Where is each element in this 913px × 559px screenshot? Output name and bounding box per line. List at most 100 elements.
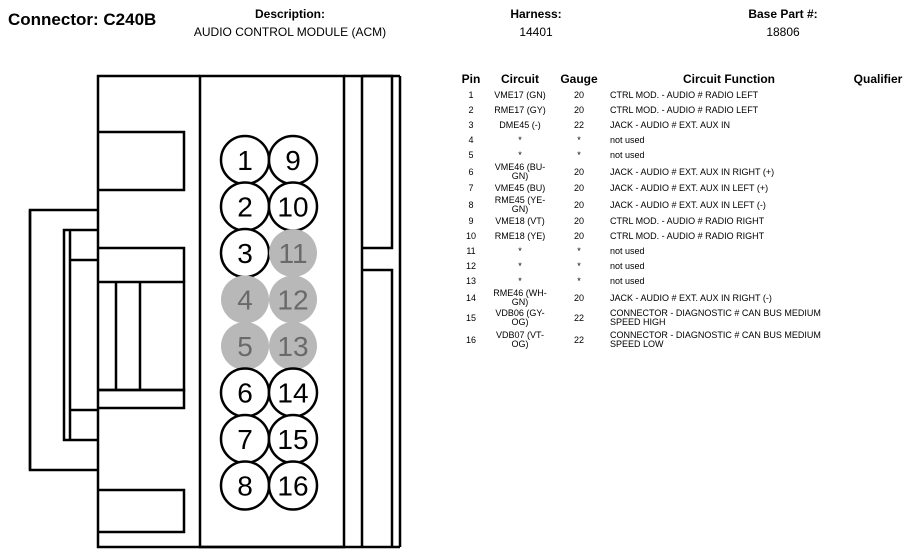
base-part-value: 18806: [766, 25, 800, 39]
pin-5-label: 5: [237, 331, 253, 362]
pin-11-label: 11: [278, 238, 307, 269]
harness-value: 14401: [519, 25, 553, 39]
pin-3-label: 3: [237, 238, 253, 269]
function-cell: CTRL MOD. - AUDIO # RADIO LEFT: [610, 90, 759, 100]
function-cell: JACK - AUDIO # EXT. AUX IN RIGHT (+): [610, 166, 775, 177]
pin-9-label: 9: [285, 145, 301, 176]
gauge-cell: 20: [573, 183, 584, 193]
pin-cell: 8: [468, 199, 474, 210]
pin-cell: 9: [468, 216, 474, 226]
pin-12-circle: [269, 275, 317, 324]
gauge-cell: 20: [573, 231, 584, 241]
gauge-cell: 22: [573, 120, 584, 130]
circuit-cell: *: [518, 246, 522, 256]
gauge-cell: 20: [573, 90, 584, 100]
pin-13-circle: [269, 322, 317, 370]
pin-cell: 11: [466, 246, 476, 256]
qualifier-cell: [852, 214, 904, 229]
col-header-circuit: Circuit: [500, 72, 539, 86]
pin-4-label: 4: [237, 285, 253, 316]
description-label: Description:: [254, 7, 325, 21]
pin-cell: 4: [468, 135, 474, 145]
pin-cell: 14: [465, 292, 476, 303]
function-cell: not used: [610, 246, 645, 256]
circuit-cell: VME45 (BU): [494, 183, 546, 193]
table-row: 16 VDB07 (VT-OG) 22 CONNECTOR - DIAGNOSTIC …: [454, 329, 904, 351]
function-cell: CONNECTOR - DIAGNOSTIC # CAN BUS MEDIUM …: [610, 308, 821, 327]
qualifier-cell: [852, 259, 904, 274]
table-row: 14 RME46 (WH-GN) 20 JACK - AUDIO # EXT. AUX…: [454, 289, 904, 307]
pin-16-label: 16: [277, 471, 308, 502]
function-cell: CONNECTOR - DIAGNOSTIC # CAN BUS MEDIUM …: [610, 330, 821, 349]
pin-cell: 16: [465, 334, 476, 345]
pin-cell: 10: [465, 231, 476, 241]
pin-7-label: 7: [237, 424, 253, 455]
function-cell: CTRL MOD. - AUDIO # RADIO RIGHT: [610, 231, 765, 241]
pin-15-label: 15: [277, 424, 308, 455]
pin-cell: 3: [468, 120, 474, 130]
pin-1-label: 1: [237, 145, 253, 176]
pin-6-label: 6: [237, 378, 253, 409]
pin-8-label: 8: [237, 471, 253, 502]
qualifier-cell: [852, 118, 904, 133]
description-value: AUDIO CONTROL MODULE (ACM): [193, 25, 387, 39]
pin-14-label: 14: [277, 378, 308, 409]
pin-11-circle: [269, 229, 317, 277]
qualifier-cell: [852, 103, 904, 118]
qualifier-cell: [852, 196, 904, 214]
qualifier-cell: [852, 229, 904, 244]
pin-table: Pin Circuit Gauge Circuit Function Quali…: [454, 72, 904, 351]
pin-5-circle: [221, 322, 269, 370]
gauge-cell: 20: [573, 292, 584, 303]
pin-table-body: 1 VME17 (GN) 20 CTRL MOD. - AUDIO # RADIO L…: [454, 88, 904, 351]
pin-cell: 12: [465, 261, 476, 271]
pin-cell: 7: [468, 183, 474, 193]
table-row: 4 * * not used: [454, 133, 904, 148]
function-cell: not used: [610, 261, 645, 271]
circuit-cell: *: [518, 150, 522, 160]
function-cell: JACK - AUDIO # EXT. AUX IN RIGHT (-): [610, 292, 772, 303]
circuit-cell: *: [518, 135, 522, 145]
gauge-cell: 20: [573, 216, 584, 226]
gauge-cell: *: [577, 246, 581, 256]
table-row: 7 VME45 (BU) 20 JACK - AUDIO # EXT. AUX IN …: [454, 181, 904, 196]
circuit-cell: *: [518, 276, 522, 286]
circuit-cell: RME46 (WH-GN): [493, 288, 547, 307]
qualifier-cell: [852, 244, 904, 259]
circuit-cell: VME46 (BU-GN): [494, 162, 546, 181]
gauge-cell: 22: [573, 334, 584, 345]
gauge-cell: 22: [573, 312, 584, 323]
pin-cell: 15: [465, 312, 476, 323]
table-row: 5**not used: [454, 148, 904, 163]
table-row: 12**not used: [454, 259, 904, 274]
qualifier-cell: [852, 181, 904, 196]
function-cell: JACK - AUDIO # EXT. AUX IN: [610, 120, 731, 130]
pin-13-label: 13: [277, 331, 308, 362]
connector-title: Connector: C240B: [8, 10, 157, 29]
col-header-qualifier: Qualifier: [853, 72, 903, 86]
col-header-gauge: Gauge: [560, 72, 598, 86]
table-row: 11 * * not used: [454, 244, 904, 259]
circuit-cell: VME17 (GN): [494, 90, 546, 100]
function-cell: not used: [610, 150, 645, 160]
gauge-cell: *: [577, 135, 581, 145]
circuit-cell: RME17 (GY): [494, 105, 546, 115]
table-row: 1 VME17 (GN) 20 CTRL MOD. - AUDIO # RADIO L…: [454, 88, 904, 103]
function-cell: CTRL MOD. - AUDIO # RADIO RIGHT: [610, 216, 765, 226]
circuit-cell: VDB07 (VT-OG): [495, 330, 544, 349]
function-cell: not used: [610, 135, 645, 145]
pin-10-label: 10: [277, 192, 308, 223]
pin-cell: 2: [468, 105, 474, 115]
pin-cell: 1: [468, 90, 474, 100]
function-cell: not used: [610, 276, 645, 286]
table-row: 9 VME18 (VT) 20 CTRL MOD. - AUDIO # RADIO R…: [454, 214, 904, 229]
gauge-cell: 20: [573, 199, 584, 210]
gauge-cell: *: [577, 261, 581, 271]
circuit-cell: VME18 (VT): [495, 216, 545, 226]
function-cell: JACK - AUDIO # EXT. AUX IN LEFT (+): [610, 183, 769, 193]
table-row: 13**not used: [454, 274, 904, 289]
